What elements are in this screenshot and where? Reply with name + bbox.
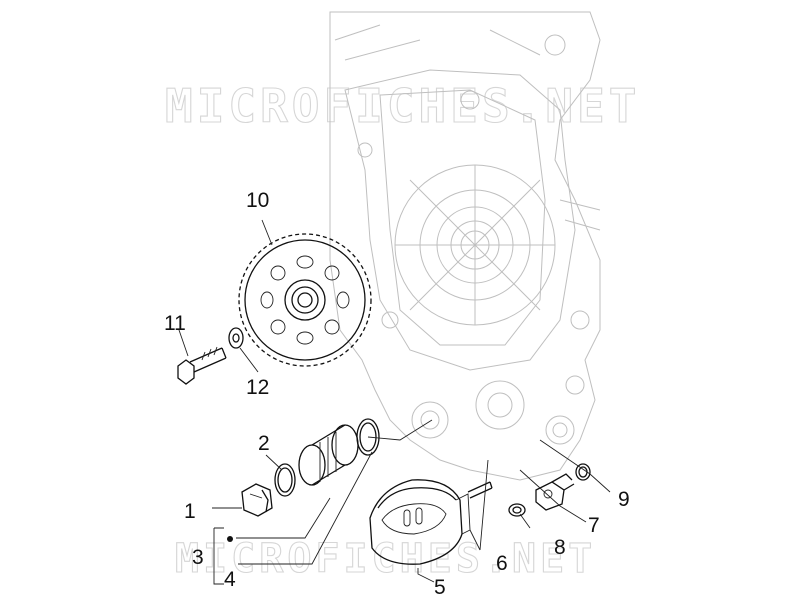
oil-filter-part [369, 479, 471, 565]
callout-12: 12 [246, 376, 269, 399]
bolt-part [177, 346, 227, 385]
callout-11: 11 [164, 312, 186, 335]
drain-plug-part [241, 483, 273, 517]
crankcase-housing [329, 11, 601, 481]
watermark-bottom: MICROFICHES.NET [175, 536, 596, 582]
filter-stud-part [467, 481, 493, 499]
callout-4: 4 [224, 568, 236, 591]
starter-gear-part [238, 233, 372, 367]
o-ring-part [274, 463, 296, 497]
filter-screen-part [298, 424, 359, 486]
callout-3: 3 [192, 546, 204, 569]
leader-lines [178, 219, 611, 585]
watermark-top: MICROFICHES.NET [165, 79, 640, 133]
callout-7: 7 [588, 514, 600, 537]
callout-labels: 1 2 3 4 5 6 7 8 9 10 11 12 [164, 189, 630, 599]
callout-9: 9 [618, 488, 630, 511]
callout-5: 5 [434, 576, 446, 599]
callout-8: 8 [554, 536, 566, 559]
o-ring-large-part [356, 418, 380, 456]
callout-10: 10 [246, 189, 269, 212]
washer-part [508, 503, 526, 517]
pressure-sensor-part [535, 473, 575, 511]
callout-6: 6 [496, 552, 508, 575]
callout-1: 1 [184, 500, 196, 523]
callout-2: 2 [258, 432, 270, 455]
washer-small-part [228, 327, 244, 349]
